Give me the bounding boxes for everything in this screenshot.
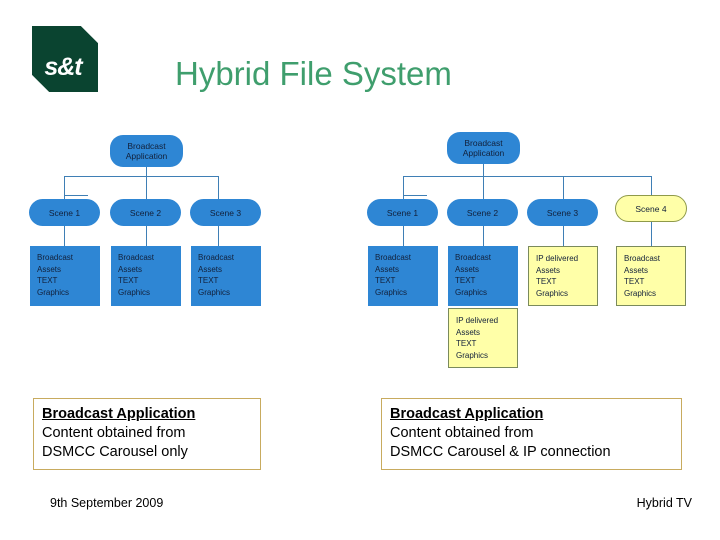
logo-wordmark: s&t [44,53,82,81]
right-scene-3: Scene 3 [527,199,598,226]
left-asset-3-line4: Graphics [198,287,231,297]
footer-topic: Hybrid TV [636,496,692,510]
left-asset-1-line2: Assets [37,264,62,274]
right-asset-4-line3: TEXT [624,277,645,286]
right-asset-2-ip-line3: TEXT [456,339,477,348]
right-asset-2-line4: Graphics [455,287,488,297]
left-asset-box-3: Broadcast Assets TEXT Graphics [191,246,261,306]
left-asset-2-line2: Assets [118,264,143,274]
right-asset-4-line4: Graphics [624,288,657,298]
callout-left: Broadcast Application Content obtained f… [33,398,261,470]
callout-right-line1: Content obtained from [390,425,534,441]
right-root-node: Broadcast Application [447,132,520,164]
left-asset-1-line4: Graphics [37,287,70,297]
left-scene1-tick [64,195,88,196]
right-scene-3-label: Scene 3 [546,207,579,218]
left-bus [64,176,218,177]
right-scene4-asset-link [651,222,652,246]
left-root-line2: Application [125,151,168,161]
right-scene-1: Scene 1 [367,199,438,226]
left-scene-1-label: Scene 1 [48,207,81,218]
footer-date: 9th September 2009 [50,496,164,510]
right-asset-box-2-ip: IP delivered Assets TEXT Graphics [448,308,518,368]
right-asset-4-line1: Broadcast [624,254,661,263]
right-asset-2-line1: Broadcast [455,253,492,262]
right-drop-scene4 [651,176,652,195]
left-asset-3-line1: Broadcast [198,253,235,262]
slide-title: Hybrid File System [175,55,452,92]
right-asset-2-ip-line2: Assets [456,327,481,337]
right-asset-3-line2: Assets [536,265,561,275]
right-asset-2-line2: Assets [455,264,480,274]
left-asset-3-line3: TEXT [198,276,219,285]
company-logo: s&t [32,26,98,92]
right-root-line1: Broadcast [464,138,503,148]
right-asset-3-line3: TEXT [536,277,557,286]
left-scene-1: Scene 1 [29,199,100,226]
left-scene-2-label: Scene 2 [129,207,162,218]
right-drop-scene2 [483,176,484,199]
left-scene1-asset-link [64,226,65,246]
right-asset-box-4: Broadcast Assets TEXT Graphics [616,246,686,306]
right-asset-box-1: Broadcast Assets TEXT Graphics [368,246,438,306]
left-drop-scene2 [146,176,147,199]
right-root-line2: Application [462,148,505,158]
right-asset-2-ip-line1: IP delivered [456,316,499,325]
right-asset-2-ip-line4: Graphics [456,350,489,360]
left-scene-3: Scene 3 [190,199,261,226]
right-drop-scene3 [563,176,564,199]
right-scene-1-label: Scene 1 [386,207,419,218]
left-asset-2-line1: Broadcast [118,253,155,262]
right-asset-3-line1: IP delivered [536,254,579,263]
left-asset-2-line4: Graphics [118,287,151,297]
right-scene-2-label: Scene 2 [466,207,499,218]
left-scene3-asset-link [218,226,219,246]
right-asset-box-3: IP delivered Assets TEXT Graphics [528,246,598,306]
left-asset-1-line3: TEXT [37,276,58,285]
right-asset-1-line3: TEXT [375,276,396,285]
left-scene-2: Scene 2 [110,199,181,226]
right-scene-4-label: Scene 4 [635,203,667,214]
left-root-node: Broadcast Application [110,135,183,167]
right-scene2-asset-link [483,226,484,246]
left-asset-3-line2: Assets [198,264,223,274]
callout-right: Broadcast Application Content obtained f… [381,398,682,470]
left-root-line1: Broadcast [127,141,166,151]
callout-right-heading: Broadcast Application [390,406,544,422]
right-scene1-asset-link [403,226,404,246]
right-root-stem [483,164,484,176]
left-scene-3-label: Scene 3 [209,207,242,218]
right-asset-1-line4: Graphics [375,287,408,297]
right-asset-2-line3: TEXT [455,276,476,285]
left-drop-scene1 [64,176,65,199]
right-drop-scene1 [403,176,404,199]
left-asset-2-line3: TEXT [118,276,139,285]
callout-right-line2: DSMCC Carousel & IP connection [390,444,611,460]
right-asset-1-line1: Broadcast [375,253,412,262]
right-asset-box-2: Broadcast Assets TEXT Graphics [448,246,518,306]
right-bus [403,176,652,177]
callout-left-line1: Content obtained from [42,425,186,441]
right-scene-2: Scene 2 [447,199,518,226]
left-drop-scene3 [218,176,219,199]
right-scene-4: Scene 4 [615,195,687,222]
callout-left-heading: Broadcast Application [42,406,196,422]
left-asset-box-1: Broadcast Assets TEXT Graphics [30,246,100,306]
right-scene3-asset-link [563,226,564,246]
logo-badge-shape [32,26,98,92]
right-asset-4-line2: Assets [624,265,649,275]
left-scene2-asset-link [146,226,147,246]
left-asset-box-2: Broadcast Assets TEXT Graphics [111,246,181,306]
left-asset-1-line1: Broadcast [37,253,74,262]
callout-left-line2: DSMCC Carousel only [42,444,188,460]
right-scene1-tick [403,195,427,196]
left-root-stem [146,167,147,177]
right-asset-3-line4: Graphics [536,288,569,298]
right-asset-1-line2: Assets [375,264,400,274]
